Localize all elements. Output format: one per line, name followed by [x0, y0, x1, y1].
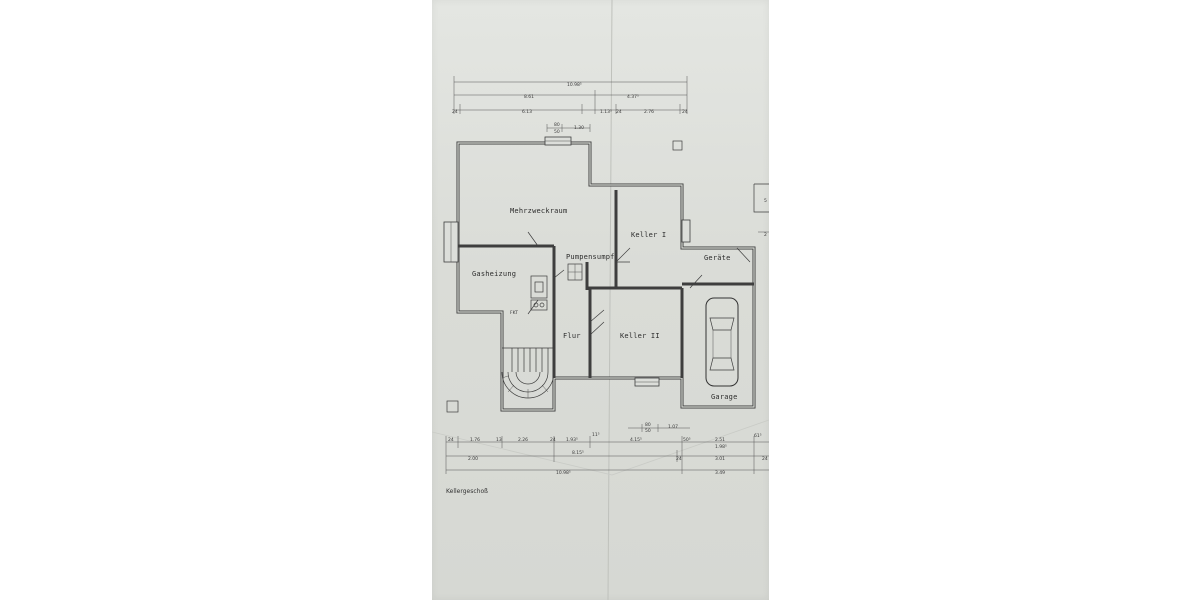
bottom-dim-row1-2: 13	[496, 437, 502, 443]
top-window-dim-1: 50	[554, 129, 560, 135]
bottom-window-dim-1: 50	[645, 428, 651, 434]
paper-fold-lines	[432, 0, 769, 600]
top-window-dim-2: 1.30	[574, 125, 584, 131]
svg-text:5: 5	[764, 198, 767, 204]
interior-walls	[458, 190, 754, 378]
plan-sheet: 10.98⁵ 8.61 4.37⁵ 24 6.13 1.13⁵ 24 2.76 …	[432, 0, 769, 600]
bottom-window-dim-0: 80	[645, 422, 651, 428]
svg-text:2: 2	[764, 232, 767, 238]
bottom-dim-row1-4: 24	[550, 437, 556, 443]
room-label-geraete: Geräte	[704, 254, 731, 262]
top-dim-row3-5: 24	[682, 109, 688, 115]
fixture-label: FKT	[510, 310, 518, 316]
column-marker-top	[672, 140, 683, 151]
top-dim-row3-1: 6.13	[522, 109, 532, 115]
bottom-window-dim-2: 1.07	[668, 424, 678, 430]
top-dim-row3-3: 24	[616, 109, 622, 115]
room-label-keller1: Keller I	[631, 231, 666, 239]
top-dim-segment-left: 8.61	[524, 94, 534, 100]
room-label-garage: Garage	[711, 393, 738, 401]
gas-boiler-equipment	[530, 275, 548, 311]
bottom-dim-garage-total: 3.49	[715, 470, 725, 476]
room-label-gasheizung: Gasheizung	[472, 270, 516, 278]
bottom-dim-row1-6: 11⁵	[592, 432, 600, 438]
floor-plan-drawing: 10.98⁵ 8.61 4.37⁵ 24 6.13 1.13⁵ 24 2.76 …	[432, 0, 769, 600]
bottom-dim-row1-1: 1.76	[470, 437, 480, 443]
exterior-walls	[456, 141, 756, 412]
bottom-dim-row1-9: 2.51	[715, 437, 725, 443]
top-dim-row3-0: 24	[452, 109, 458, 115]
bottom-dim-row1-0: 24	[448, 437, 454, 443]
bottom-dim-row1-11: 1.98⁵	[715, 444, 727, 450]
top-dimension-chain: 10.98⁵ 8.61 4.37⁵ 24 6.13 1.13⁵ 24 2.76 …	[452, 76, 688, 135]
bottom-dim-row2-0: 2.00	[468, 456, 478, 462]
room-label-flur: Flur	[563, 332, 581, 340]
bottom-dim-row1-8: 50⁵	[683, 437, 691, 443]
windows	[443, 136, 691, 387]
bottom-dim-row1-5: 1.93⁵	[566, 437, 578, 443]
room-label-pumpensumpf: Pumpensumpf	[566, 253, 615, 261]
bottom-dim-row2-1: 8.15⁵	[572, 450, 584, 456]
top-dim-overall: 10.98⁵	[567, 82, 582, 88]
staircase	[501, 347, 555, 399]
plan-caption: Kellergeschoß	[446, 488, 488, 495]
top-dim-row3-2: 1.13⁵	[600, 109, 612, 115]
car-symbol	[705, 297, 739, 387]
bottom-dim-row1-10: 61⁵	[754, 433, 762, 439]
bottom-dim-overall: 10.98⁵	[556, 470, 571, 476]
neighbour-building-fragment: 5 2	[753, 183, 769, 238]
bottom-dim-row2-4: 24	[762, 456, 768, 462]
bottom-dim-row1-7: 4.15⁵	[630, 437, 642, 443]
door-swings	[527, 231, 751, 336]
room-label-keller2: Keller II	[620, 332, 660, 340]
top-window-dim-0: 80	[554, 122, 560, 128]
column-marker-bottom	[446, 400, 459, 413]
bottom-dimension-chain: 80 50 1.07 24 1.76 13 2.26 24 1.93⁵ 11⁵ …	[445, 422, 769, 476]
bottom-dim-row1-3: 2.26	[518, 437, 528, 443]
pump-sump	[567, 263, 583, 281]
top-dim-row3-4: 2.76	[644, 109, 654, 115]
top-dim-segment-right: 4.37⁵	[627, 94, 639, 100]
bottom-dim-row2-2: 24	[676, 456, 682, 462]
bottom-dim-row2-3: 3.01	[715, 456, 725, 462]
room-label-mehrzweckraum: Mehrzweckraum	[510, 207, 567, 215]
